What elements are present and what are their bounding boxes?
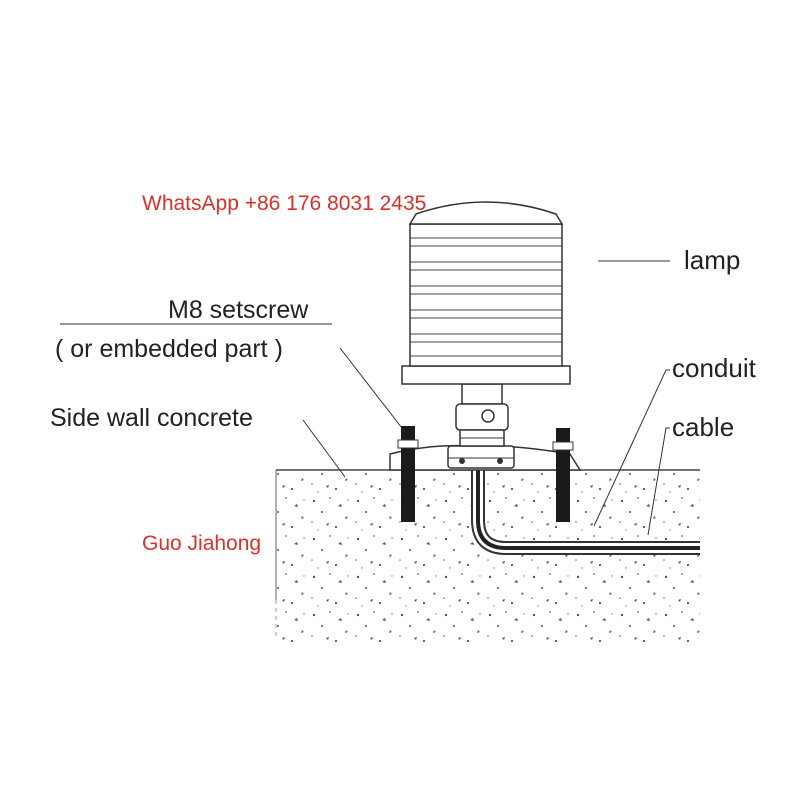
- leader-lines: [60, 260, 670, 536]
- conduit-pipe: [471, 470, 700, 555]
- lamp-body: [401, 201, 571, 385]
- cable-leader: [647, 427, 670, 536]
- setscrew-leader: [339, 347, 406, 433]
- embedded-part-label: ( or embedded part ): [55, 335, 283, 363]
- cable-label: cable: [672, 412, 734, 442]
- conduit-leader: [593, 369, 670, 527]
- mounting-base: [389, 444, 582, 471]
- m8-setscrew-bolt-left: [397, 426, 419, 522]
- side-wall-concrete-label: Side wall concrete: [50, 404, 253, 432]
- side-wall-concrete: [275, 469, 700, 642]
- lamp-neck: [455, 383, 509, 447]
- name-watermark: Guo Jiahong: [142, 532, 261, 555]
- conduit-label: conduit: [672, 353, 757, 383]
- whatsapp-watermark: WhatsApp +86 176 8031 2435: [142, 192, 426, 215]
- cable-line: [476, 470, 700, 550]
- lamp-label: lamp: [684, 245, 740, 275]
- m8-setscrew-bolt-right: [552, 428, 574, 522]
- side-wall-leader: [302, 419, 346, 478]
- setscrew-label: M8 setscrew: [168, 296, 309, 324]
